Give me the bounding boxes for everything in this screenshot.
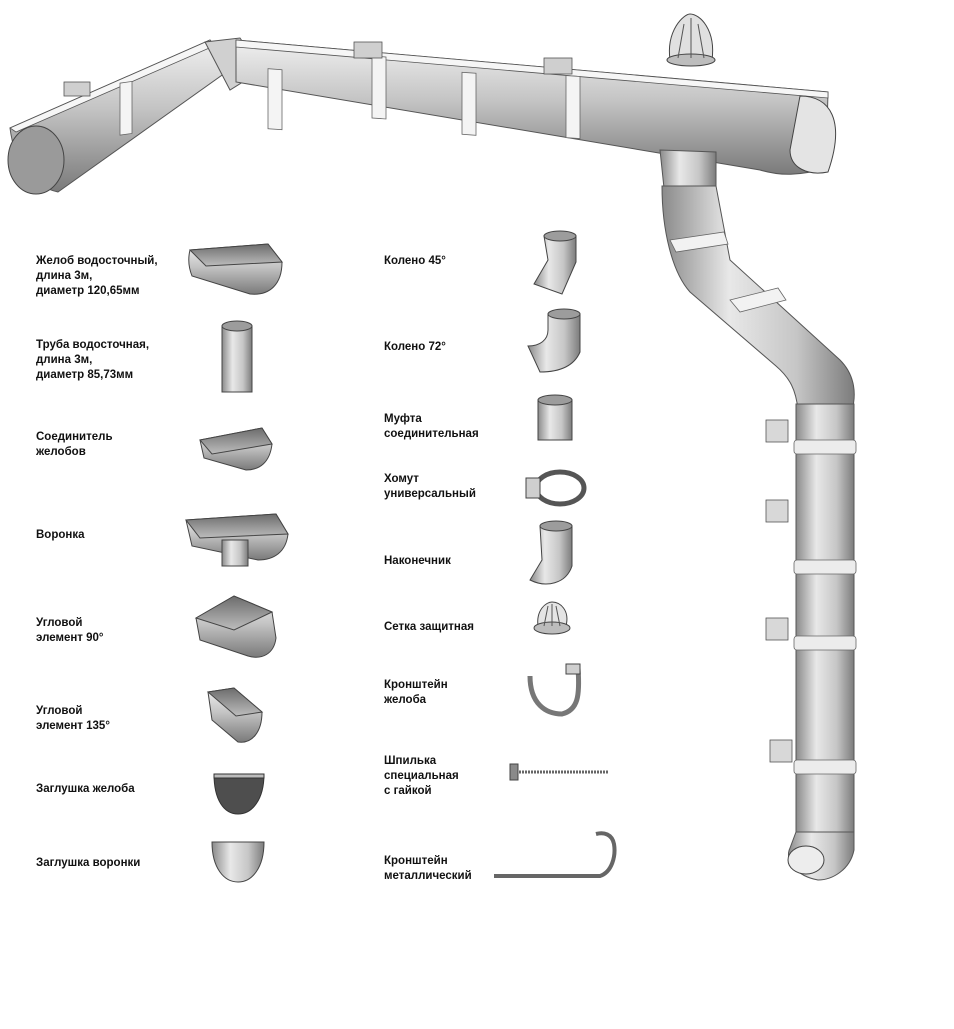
- label-elbow-45: Колено 45°: [384, 255, 446, 267]
- coupling-icon: [537, 394, 573, 441]
- gutter-cap-icon: [213, 773, 265, 815]
- gutter-end-left: [7, 125, 65, 195]
- funnel-icon: [185, 513, 289, 567]
- elbow-45-icon: [533, 230, 577, 295]
- bend-bands: [669, 231, 787, 313]
- label-funnel: Воронка: [36, 529, 85, 541]
- elbow-72-icon: [527, 308, 581, 373]
- label-leaf-guard: Сетка защитная: [384, 621, 474, 633]
- downpipe-clamps: [765, 419, 793, 763]
- label-elbow-72: Колено 72°: [384, 341, 446, 353]
- gutter-icon: [188, 243, 283, 295]
- gutter-connector-icon: [199, 427, 273, 471]
- gutter-joint-bands: [119, 55, 581, 139]
- pipe-clamp-icon: [525, 469, 587, 507]
- gutter-run-main-lip: [235, 39, 829, 99]
- label-corner-90: Угловой элемент 90°: [36, 617, 104, 644]
- downpipe-icon: [221, 320, 253, 393]
- label-coupling: Муфта соединительная: [384, 413, 479, 440]
- leaf-guard-main: [666, 13, 716, 67]
- label-funnel-cap: Заглушка воронки: [36, 857, 141, 869]
- label-outlet-elbow: Наконечник: [384, 555, 451, 567]
- label-metal-bracket: Кронштейн металлический: [384, 855, 472, 882]
- label-gutter-cap: Заглушка желоба: [36, 783, 135, 795]
- downpipe-outlet-mouth: [787, 845, 825, 875]
- metal-bracket-icon: [494, 831, 617, 878]
- label-gutter-connector: Соединитель желобов: [36, 431, 113, 458]
- gutter-run-main: [235, 39, 829, 175]
- label-gutter: Желоб водосточный, длина 3м, диаметр 120…: [36, 255, 158, 297]
- label-threaded-stud: Шпилька специальная с гайкой: [384, 755, 459, 797]
- leaf-guard-icon: [533, 601, 571, 635]
- label-downpipe: Труба водосточная, длина 3м, диаметр 85,…: [36, 339, 150, 381]
- label-gutter-bracket: Кронштейн желоба: [384, 679, 448, 706]
- gutter-top-brackets: [63, 41, 573, 97]
- gutter-assembly: [7, 13, 857, 881]
- corner-135-icon: [206, 687, 264, 743]
- gutter-bracket-icon: [527, 663, 582, 717]
- corner-90-icon: [194, 595, 277, 658]
- outlet-elbow-icon: [529, 520, 573, 585]
- label-pipe-clamp: Хомут универсальный: [384, 473, 476, 500]
- label-corner-135: Угловой элемент 135°: [36, 705, 110, 732]
- funnel-main: [659, 149, 717, 191]
- gutter-end-cap-right: [789, 95, 837, 174]
- funnel-cap-icon: [211, 841, 265, 883]
- downpipe-bands: [793, 439, 857, 775]
- threaded-stud-icon: [509, 763, 608, 781]
